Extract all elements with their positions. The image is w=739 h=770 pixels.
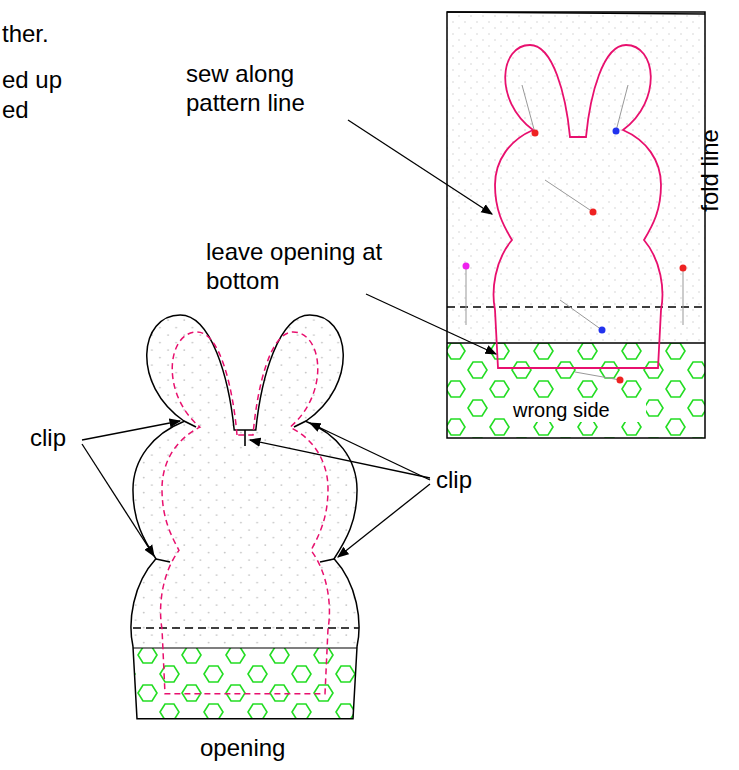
instruction-fragment: ed up (2, 66, 122, 95)
clip-label: clip (30, 424, 90, 453)
opening-label: opening (200, 734, 310, 763)
sewing-note: sew along pattern line (186, 60, 361, 118)
fold-label: fold line (696, 129, 725, 212)
clip-label: clip (436, 466, 496, 495)
instruction-fragment: ther. (2, 20, 122, 49)
sewing-note: leave opening at bottom (206, 238, 406, 296)
fabric-side-label: wrong side (510, 398, 646, 422)
instruction-fragment: ed (2, 96, 122, 125)
